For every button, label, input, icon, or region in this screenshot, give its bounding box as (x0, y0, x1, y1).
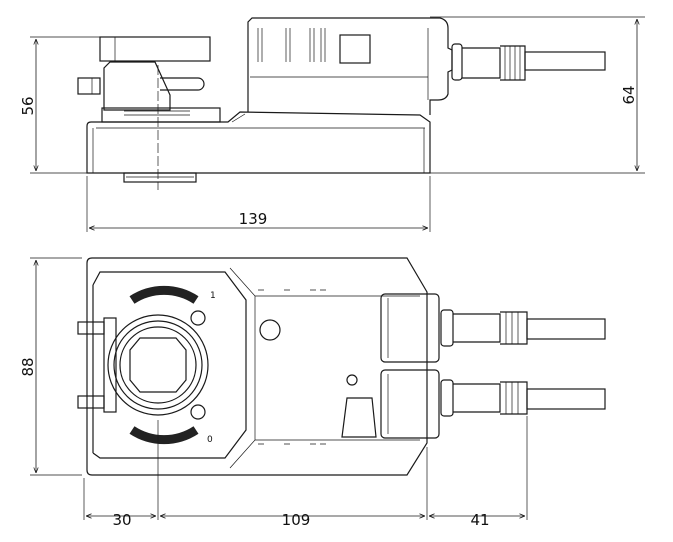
dim-30: 30 (112, 511, 131, 529)
clamp-bolt (77, 77, 101, 95)
output-shaft (123, 172, 197, 183)
side-view: 56 64 139 (19, 16, 645, 232)
dim-139: 139 (239, 210, 268, 228)
clamp-body (103, 61, 171, 111)
scale-arc-top (129, 285, 199, 304)
dial-mark-1: 1 (210, 291, 216, 301)
vent-slots-bottom (258, 289, 326, 445)
bottom-view: 1 0 88 30 109 41 (19, 257, 606, 529)
vent-slots (257, 28, 326, 62)
housing-outline (86, 257, 428, 476)
clamp-slot (160, 77, 205, 91)
stop-screw-top (190, 310, 206, 326)
gear-block (101, 107, 221, 123)
cable-top (440, 309, 606, 347)
shaft-hole (129, 337, 187, 393)
clamp-top (99, 36, 211, 62)
dim-109: 109 (282, 511, 311, 529)
cable (524, 51, 606, 71)
dim-41: 41 (470, 511, 489, 529)
scale-arc-bottom (129, 426, 199, 445)
dim-88: 88 (19, 357, 37, 376)
motor-housing (247, 17, 453, 115)
stop-screw-bottom (190, 404, 206, 420)
dim-64: 64 (620, 85, 638, 104)
connector-socket (339, 34, 371, 64)
led-indicator (346, 374, 358, 386)
dim-56: 56 (19, 96, 37, 115)
clamp-plate (103, 317, 117, 413)
cable-bottom (440, 379, 606, 417)
clamp-bolt-top (77, 321, 105, 335)
rotation-dial: 1 0 (77, 285, 216, 445)
connector-top (380, 293, 440, 363)
manual-override-lever (341, 397, 377, 438)
thermal-symbol-icon (259, 319, 281, 341)
cable-gland (451, 43, 463, 81)
base-housing (86, 111, 431, 174)
connector-bottom (380, 369, 440, 439)
clamp-bolt-bottom (77, 395, 105, 409)
dial-mark-0: 0 (207, 435, 213, 445)
